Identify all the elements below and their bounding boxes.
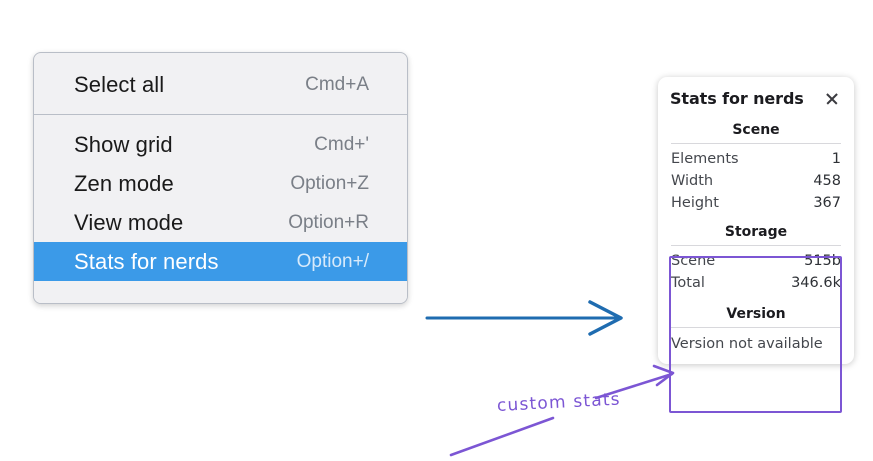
menu-item-label: View mode [74, 209, 184, 235]
section-rule [671, 245, 841, 246]
stat-value: 346.6k [791, 275, 841, 291]
menu-item-stats-for-nerds[interactable]: Stats for nerds Option+/ [34, 242, 407, 281]
menu-bottom-padding [34, 281, 407, 303]
stat-row: Scene 515b [670, 250, 842, 272]
stat-row: Elements 1 [670, 148, 842, 170]
context-menu[interactable]: Select all Cmd+A Show grid Cmd+' Zen mod… [33, 52, 408, 304]
menu-group-primary: Select all Cmd+A [34, 53, 407, 114]
scene-section: Scene Elements 1 Width 458 Height 367 [658, 116, 854, 214]
section-header-scene: Scene [732, 122, 780, 138]
version-value: Version not available [671, 336, 823, 352]
purple-arrow-tail [449, 416, 555, 457]
blue-arrow [425, 300, 623, 336]
stat-value: 367 [813, 195, 841, 211]
stat-value: 1 [831, 151, 841, 167]
section-header-storage: Storage [724, 224, 788, 240]
menu-item-shortcut: Option+Z [290, 172, 369, 194]
stat-value: 458 [813, 173, 841, 189]
stat-row: Width 458 [670, 170, 842, 192]
stat-key: Elements [671, 151, 739, 167]
menu-divider [34, 114, 407, 115]
menu-item-select-all[interactable]: Select all Cmd+A [34, 65, 407, 104]
menu-item-shortcut: Option+/ [296, 250, 369, 272]
menu-item-view-mode[interactable]: View mode Option+R [34, 203, 407, 242]
annotation-label-custom-stats: custom stats [496, 389, 622, 416]
menu-item-shortcut: Cmd+A [305, 73, 369, 95]
stat-row: Height 367 [670, 192, 842, 214]
menu-item-label: Stats for nerds [74, 248, 219, 274]
close-icon[interactable] [824, 91, 840, 107]
stat-key: Total [671, 275, 705, 291]
menu-item-shortcut: Option+R [288, 211, 369, 233]
section-header-version: Version [726, 306, 786, 322]
stat-row: Total 346.6k [670, 272, 842, 294]
stat-key: Scene [671, 253, 716, 269]
storage-section: Storage Scene 515b Total 346.6k [658, 214, 854, 294]
panel-title: Stats for nerds [670, 89, 804, 108]
stat-key: Height [671, 195, 719, 211]
menu-item-shortcut: Cmd+' [314, 133, 369, 155]
section-rule [671, 143, 841, 144]
menu-item-label: Zen mode [74, 170, 174, 196]
version-section: Version Version not available [658, 294, 854, 353]
menu-group-secondary: Show grid Cmd+' Zen mode Option+Z View m… [34, 115, 407, 281]
stats-for-nerds-panel: Stats for nerds Scene Elements 1 Width 4… [658, 77, 854, 364]
section-rule [671, 327, 841, 328]
menu-item-label: Show grid [74, 131, 173, 157]
menu-item-label: Select all [74, 71, 165, 97]
menu-item-show-grid[interactable]: Show grid Cmd+' [34, 125, 407, 164]
panel-header: Stats for nerds [658, 89, 854, 116]
menu-item-zen-mode[interactable]: Zen mode Option+Z [34, 164, 407, 203]
stat-key: Width [671, 173, 714, 189]
stat-value: 515b [804, 253, 841, 269]
